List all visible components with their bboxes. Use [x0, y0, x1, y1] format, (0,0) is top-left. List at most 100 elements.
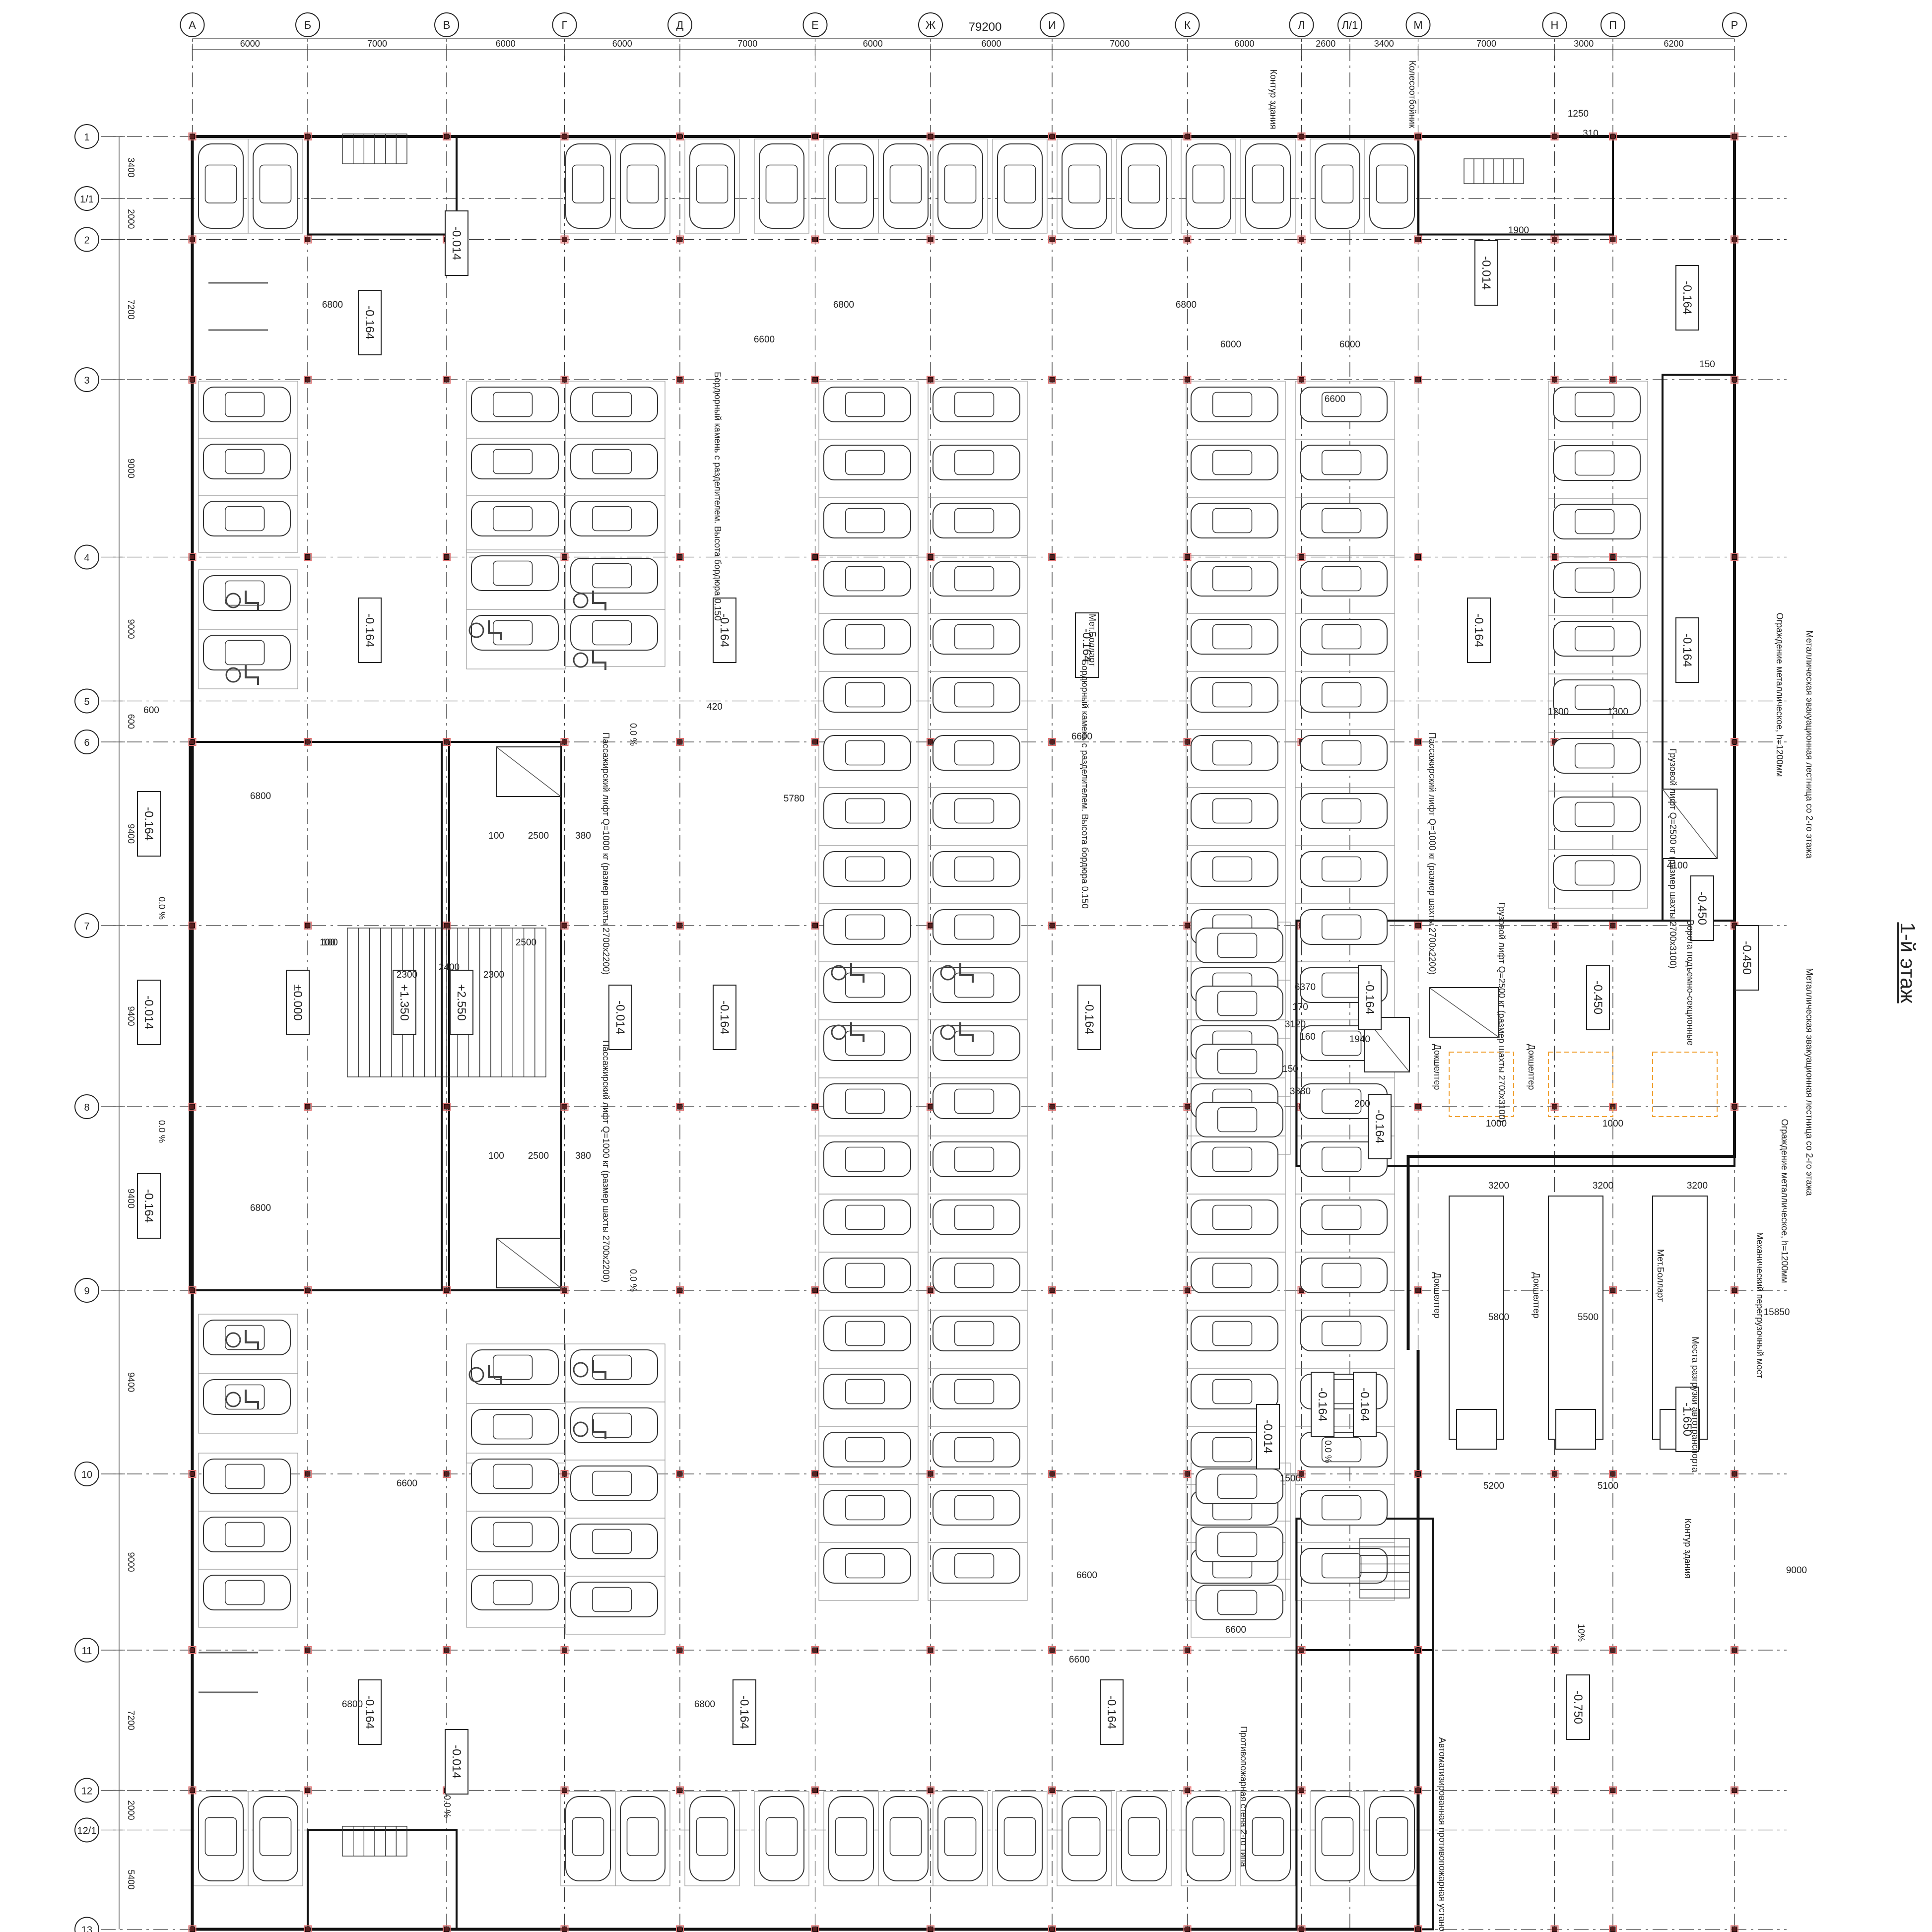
elevation-label: -0.164 — [1082, 1000, 1096, 1034]
parking-bay — [248, 1791, 303, 1886]
lift-shaft — [496, 746, 561, 797]
note-curb-1: Бордюрный камень с разделителем. Высота … — [713, 372, 723, 621]
column-ring — [927, 1470, 934, 1478]
column-ring — [560, 133, 569, 140]
car — [933, 1548, 1020, 1584]
car — [1300, 1199, 1388, 1235]
grid-bubble-col — [1175, 12, 1200, 37]
column — [1299, 554, 1304, 560]
car — [1553, 855, 1641, 891]
elevation-label: +1.350 — [398, 984, 411, 1021]
wheelchair-frame — [592, 650, 606, 670]
column-ring — [304, 1470, 312, 1478]
staircase — [347, 928, 546, 1077]
column-ring — [811, 553, 819, 561]
car-cabin — [626, 164, 659, 203]
car — [823, 1374, 911, 1409]
grid-bubble-col-label: В — [443, 19, 451, 31]
note-fence-2: Ограждение металлическое, h=1200мм — [1780, 1119, 1790, 1283]
column — [677, 377, 683, 383]
column — [1185, 1471, 1190, 1477]
column-ring — [1297, 1646, 1306, 1654]
dimension-label: 1500 — [1280, 1473, 1301, 1484]
car — [1300, 677, 1388, 713]
column — [812, 1287, 818, 1293]
column — [562, 1471, 567, 1477]
column — [190, 237, 195, 242]
grid-bubble-row — [74, 1094, 99, 1119]
column — [1415, 1287, 1421, 1293]
column-ring — [188, 1103, 197, 1111]
grid-bubble-col — [295, 12, 320, 37]
car — [1300, 1316, 1388, 1351]
car — [823, 445, 911, 480]
column — [1049, 923, 1055, 929]
car — [823, 851, 911, 887]
car-cabin — [1212, 682, 1253, 708]
lift-shaft — [1429, 987, 1499, 1038]
column — [444, 1104, 450, 1110]
car-cabin — [592, 449, 632, 474]
car-cabin — [1212, 1437, 1253, 1463]
elevation-box — [1353, 1372, 1377, 1437]
dimension-label-row: 2000 — [126, 1800, 136, 1820]
car-cabin — [845, 1379, 885, 1404]
column — [677, 133, 683, 139]
column-ring — [1414, 1103, 1422, 1111]
car-cabin — [845, 624, 885, 650]
truck-bay — [1548, 1196, 1603, 1440]
grid-bubble-col-label: Б — [304, 19, 311, 31]
note-unload: Места разгрузки автотранспорта — [1690, 1336, 1700, 1472]
column-ring — [811, 1925, 819, 1932]
dimension-label: 6600 — [397, 1478, 417, 1489]
car — [933, 967, 1020, 1003]
dimension-label: 3200 — [1488, 1181, 1509, 1191]
car-cabin — [1212, 1204, 1253, 1230]
elevation-box — [137, 791, 161, 857]
note-contour: Контур здания — [1268, 69, 1278, 130]
car-cabin — [224, 1522, 265, 1547]
car — [1191, 677, 1278, 713]
car-cabin — [1212, 1263, 1253, 1288]
car-cabin — [765, 1817, 798, 1856]
column — [1552, 237, 1557, 242]
wheelchair-frame — [850, 963, 865, 983]
parking-bay — [565, 609, 666, 667]
column-ring — [1048, 922, 1056, 930]
column — [677, 1287, 683, 1293]
column-ring — [188, 1925, 197, 1932]
grid-bubble-col-label: Г — [562, 19, 568, 31]
elevation-box — [358, 1679, 382, 1745]
car-cabin — [954, 450, 995, 475]
car-cabin — [1321, 798, 1362, 824]
car-cabin — [1128, 1817, 1160, 1856]
staircase — [1464, 158, 1524, 184]
car-cabin — [845, 1495, 885, 1521]
wheelchair-wheel — [468, 1367, 484, 1383]
car-cabin — [954, 1146, 995, 1172]
dimension-label: 310 — [1583, 129, 1599, 139]
car — [1553, 738, 1641, 774]
car-cabin — [1321, 1553, 1362, 1579]
column — [1049, 739, 1055, 745]
wheelchair-frame — [245, 665, 259, 685]
accessible-parking-icon — [573, 591, 606, 610]
car-cabin — [204, 164, 237, 203]
grid-bubble-col — [1722, 12, 1747, 37]
column — [1049, 133, 1055, 139]
car-cabin — [1321, 856, 1362, 882]
accessible-parking-icon — [573, 1360, 606, 1380]
note-stair-metal-2: Металлическая эвакуационная лестница со … — [1804, 968, 1814, 1197]
note-bollard-1: Мет.Болларт — [1087, 614, 1097, 666]
note-curb-2: Бордюрный камень с разделителем. Высота … — [1080, 660, 1090, 909]
column-ring — [676, 1470, 684, 1478]
dimension-label-row: 9400 — [126, 1006, 136, 1026]
accessible-parking-icon — [225, 1330, 259, 1350]
car-cabin — [1217, 933, 1258, 958]
car — [823, 967, 911, 1003]
column-ring — [1183, 133, 1192, 140]
column-ring — [188, 376, 197, 384]
column-ring — [1550, 376, 1559, 384]
column — [812, 237, 818, 242]
column — [444, 1927, 450, 1932]
